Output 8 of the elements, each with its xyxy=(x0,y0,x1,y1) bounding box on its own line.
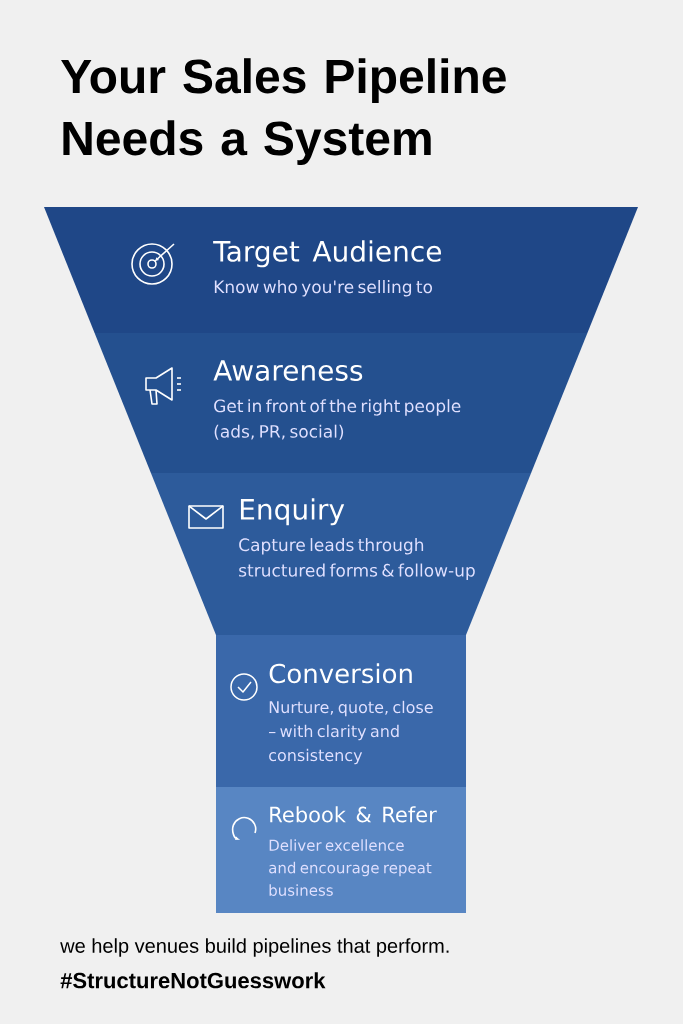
footer-text: #StructureNotGuesswork xyxy=(60,972,326,989)
funnel-stage: Rebook & Refer Deliver excellence and encourage repeat business xyxy=(216,787,466,913)
funnel-stage: Awareness Get in front of the right people (ads, PR, social) xyxy=(94,333,588,473)
funnel-stage: Conversion Nurture, quote, close – with clarity and consistency xyxy=(216,635,466,787)
title: Your Sales Pipeline Needs a System xyxy=(61,58,506,165)
funnel-stage: Target Audience Know who you're selling to xyxy=(44,207,638,333)
footer-text: we help venues build pipelines that perform. xyxy=(60,938,449,957)
funnel-stage: Enquiry Capture leads through structured forms & follow-up xyxy=(150,473,532,635)
